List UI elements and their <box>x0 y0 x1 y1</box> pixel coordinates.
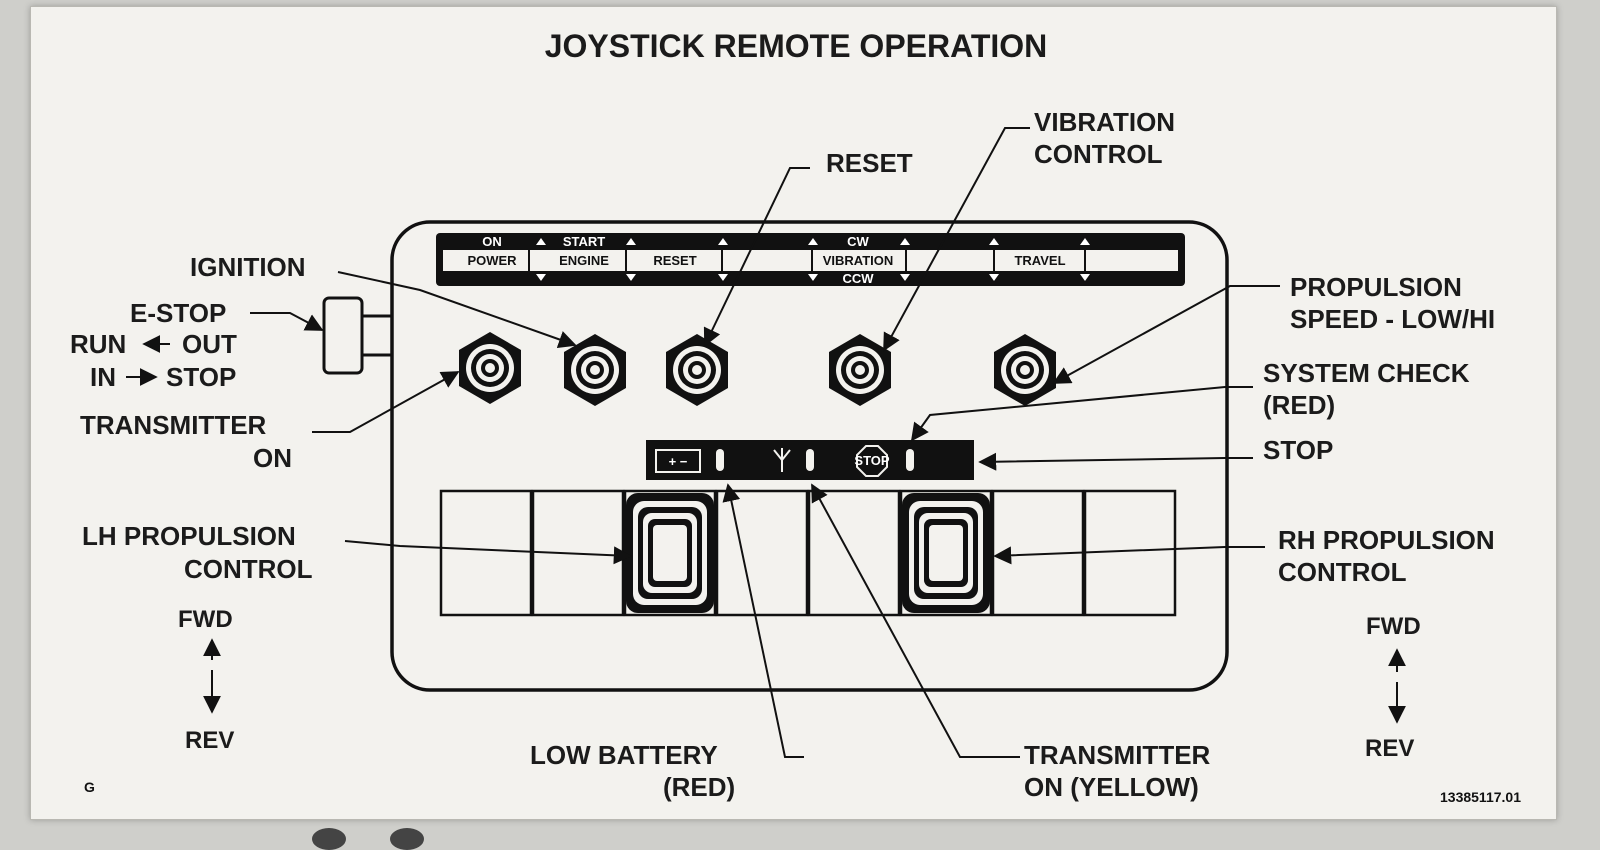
run-label: RUN <box>70 329 126 359</box>
lh-propulsion-label-line2: CONTROL <box>184 554 313 584</box>
strip-vibration-cw: CW <box>847 234 869 249</box>
control-strip: ON POWER START ENGINE RESET CW VIBRATION… <box>436 233 1185 286</box>
fwd-right-label: FWD <box>1366 613 1421 640</box>
part-number: 13385117.01 <box>1440 789 1521 805</box>
propulsion-speed-label-line2: SPEED - LOW/HI <box>1290 304 1495 334</box>
instruction-plate <box>30 6 1557 820</box>
strip-reset-label: RESET <box>653 253 696 268</box>
toggle-switch-travel-icon <box>994 334 1056 406</box>
lh-propulsion-label-line1: LH PROPULSION <box>82 521 296 551</box>
indicator-panel: + − STOP <box>646 440 974 480</box>
propulsion-speed-label-line1: PROPULSION <box>1290 272 1462 302</box>
svg-text:+ −: + − <box>669 454 688 469</box>
rh-joystick-icon <box>902 493 990 613</box>
callout-leader-lines <box>250 127 1280 758</box>
low-battery-label-line2: (RED) <box>663 772 735 802</box>
controller-outline <box>390 220 1229 692</box>
in-label: IN <box>90 362 116 392</box>
strip-power-label: POWER <box>467 253 517 268</box>
system-check-label-line1: SYSTEM CHECK <box>1263 358 1470 388</box>
low-battery-led <box>716 449 724 471</box>
strip-power-top: ON <box>482 234 502 249</box>
vibration-control-label-line2: CONTROL <box>1034 139 1163 169</box>
out-label: OUT <box>182 329 237 359</box>
strip-vibration-label: VIBRATION <box>823 253 894 268</box>
system-check-label-line2: (RED) <box>1263 390 1335 420</box>
rev-right-label: REV <box>1365 735 1414 762</box>
transmitter-yellow-label-line1: TRANSMITTER <box>1024 740 1211 770</box>
stop-label: STOP <box>1263 435 1333 465</box>
ignition-label: IGNITION <box>190 252 306 282</box>
toggle-switch-engine-icon <box>564 334 626 406</box>
stop-sign-label: STOP <box>854 453 889 468</box>
rev-left-label: REV <box>185 727 234 754</box>
lh-joystick-icon <box>626 493 714 613</box>
toggle-switch-vibration-icon <box>829 334 891 406</box>
system-check-led <box>906 449 914 471</box>
low-battery-label-line1: LOW BATTERY <box>530 740 718 770</box>
stop-sign-icon <box>856 445 888 477</box>
antenna-icon <box>773 448 791 472</box>
strip-engine-label: ENGINE <box>559 253 609 268</box>
strip-arrow-icons <box>536 238 1090 281</box>
rh-propulsion-label-line1: RH PROPULSION <box>1278 525 1495 555</box>
estop-label: E-STOP <box>130 298 226 328</box>
transmitter-on-label-line2: ON <box>253 443 292 473</box>
corner-mark: G <box>84 779 95 795</box>
strip-travel-label: TRAVEL <box>1014 253 1065 268</box>
diagram-title: JOYSTICK REMOTE OPERATION <box>545 28 1048 64</box>
stop-position-label: STOP <box>166 362 236 392</box>
reset-label: RESET <box>826 148 913 178</box>
toggle-switch-reset-icon <box>666 334 728 406</box>
transmitter-led <box>806 449 814 471</box>
estop-knob-icon <box>322 296 392 375</box>
fwd-left-label: FWD <box>178 606 233 633</box>
toggle-switch-power-icon <box>459 332 521 404</box>
rh-propulsion-label-line2: CONTROL <box>1278 557 1407 587</box>
strip-vibration-ccw: CCW <box>842 271 874 286</box>
vibration-control-label-line1: VIBRATION <box>1034 107 1175 137</box>
battery-icon: + − <box>655 449 701 473</box>
transmitter-on-label-line1: TRANSMITTER <box>80 410 267 440</box>
strip-engine-top: START <box>563 234 605 249</box>
transmitter-yellow-label-line2: ON (YELLOW) <box>1024 772 1199 802</box>
